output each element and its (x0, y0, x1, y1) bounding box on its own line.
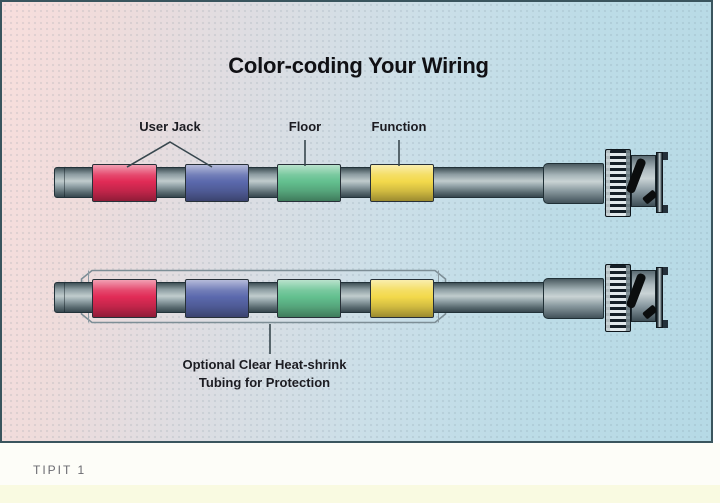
band-bottom-user-jack-blue (185, 279, 249, 318)
band-top-user-jack-blue (185, 164, 249, 202)
band-top-function-yellow (370, 164, 434, 202)
bnc-flange-tab (663, 205, 668, 213)
label-function: Function (371, 119, 427, 134)
bnc-body-bottom (625, 270, 658, 322)
bnc-flange-tab (663, 267, 668, 275)
bnc-flange-tab (663, 152, 668, 160)
diagram-panel: Color-coding Your Wiring User Jack Floor… (0, 0, 713, 443)
bnc-strain-relief-top (543, 163, 604, 204)
label-tubing-line1: Optional Clear Heat-shrink (182, 357, 347, 372)
bnc-strain-relief-bottom (543, 278, 604, 319)
band-bottom-floor-green (277, 279, 341, 318)
band-top-user-jack-red (92, 164, 157, 202)
label-floor: Floor (288, 119, 322, 134)
diagram-title: Color-coding Your Wiring (228, 53, 489, 78)
bnc-flange-bottom (656, 267, 663, 328)
band-top-floor-green (277, 164, 341, 202)
label-user-jack: User Jack (139, 119, 201, 134)
band-bottom-function-yellow (370, 279, 434, 318)
footer-strip (0, 485, 720, 503)
bnc-body-top (625, 155, 658, 207)
bnc-flange-top (656, 152, 663, 213)
label-tubing: Optional Clear Heat-shrink Tubing for Pr… (147, 356, 382, 392)
bnc-knurled-ring-top (605, 149, 631, 217)
label-tubing-line2: Tubing for Protection (198, 375, 331, 390)
band-bottom-user-jack-red (92, 279, 157, 318)
caption-strip: TIPIT 1 (0, 443, 720, 485)
bnc-flange-tab (663, 320, 668, 328)
figure-caption: TIPIT 1 (33, 463, 87, 477)
